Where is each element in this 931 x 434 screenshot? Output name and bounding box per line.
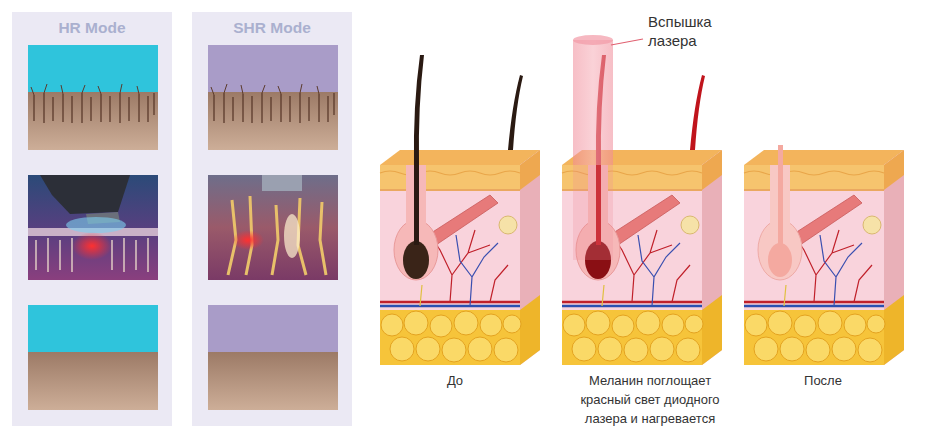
caption-label: После [783,371,863,390]
leader-line [611,39,643,45]
treatment [208,175,338,280]
skin-after [28,305,158,410]
panel-title: HR Mode [12,18,172,38]
skin-after [208,305,338,410]
mode-panel: SHR Mode [192,12,352,426]
caption-label: Меланин поглощает красный свет диодного … [566,371,734,428]
laser-beam [573,40,613,165]
treatment [28,175,158,280]
mode-panel: HR Mode [12,12,172,426]
panel [192,12,352,426]
caption-label: До [415,371,495,390]
panel-title: SHR Mode [192,18,352,38]
panel [12,12,172,426]
callout-label: Вспышка лазера [648,12,743,50]
skin-block [380,55,540,365]
skin-before [28,45,158,150]
skin-block [744,145,904,365]
skin-before [208,45,338,150]
